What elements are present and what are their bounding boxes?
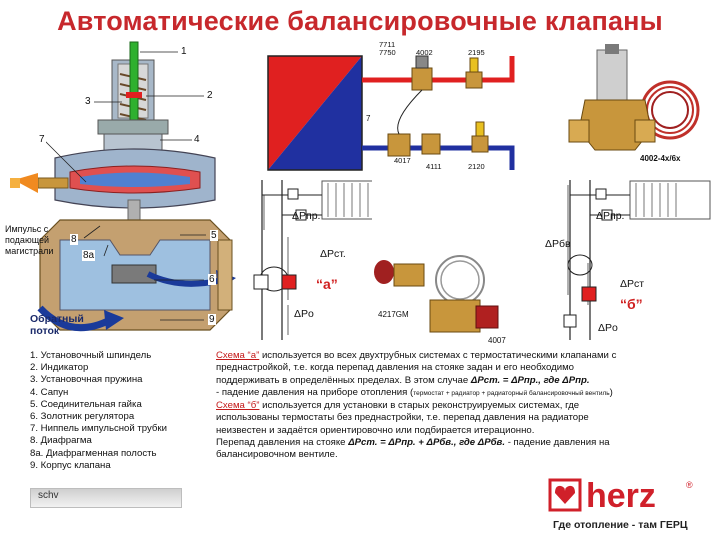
scheme-b-title: Схема “б” — [216, 400, 260, 412]
brand-slogan: Где отопление - там ГЕРЦ — [553, 519, 688, 531]
dp-pr-a: ΔPпр. — [292, 210, 321, 222]
dp-pr-b: ΔPпр. — [596, 210, 625, 222]
legend-item: 5. Соединительная гайка — [30, 398, 142, 410]
valve-4111 — [421, 133, 441, 155]
valve-4002-photo — [568, 44, 700, 151]
code-7: 7 — [366, 114, 371, 123]
code-4002: 4002 — [416, 48, 433, 57]
code-4217gm: 4217GM — [378, 310, 409, 319]
footer-bar — [30, 488, 182, 508]
callout-4: 4 — [193, 134, 201, 145]
callout-6: 6 — [208, 274, 216, 285]
page-title: Автоматические балансировочные клапаны — [57, 6, 663, 36]
code-4017: 4017 — [394, 156, 411, 165]
svg-text:®: ® — [686, 480, 693, 490]
scheme-a — [253, 180, 372, 340]
callout-3: 3 — [84, 96, 92, 107]
callout-8: 8 — [70, 234, 78, 245]
radiator-a — [321, 180, 372, 220]
code-2195: 2195 — [468, 48, 485, 57]
brand-name: herz — [586, 477, 656, 515]
callout-9: 9 — [208, 314, 216, 325]
legend-item: 6. Золотник регулятора — [30, 411, 135, 423]
impulse-arrow — [14, 173, 38, 193]
dp-st-a: ΔPст. — [320, 248, 346, 260]
scheme-b-label: “б” — [620, 296, 643, 312]
heart-icon — [555, 485, 575, 504]
dp-o-a: ΔPо — [294, 308, 314, 320]
code-4002-4x6x: 4002-4x/6x — [640, 154, 681, 163]
legend-item: 2. Индикатор — [30, 362, 89, 374]
scheme-a-title: Схема “а” — [216, 350, 260, 361]
scheme-b — [563, 180, 711, 340]
code-4007: 4007 — [488, 336, 506, 345]
legend-item: 9. Корпус клапана — [30, 459, 111, 471]
code-4111: 4111 — [426, 162, 442, 171]
valve-4017 — [387, 133, 411, 157]
regulator-plug — [111, 264, 157, 284]
herz-logo: herz ® — [548, 477, 693, 515]
callout-1: 1 — [180, 46, 188, 57]
dp-st-b: ΔPст — [620, 278, 645, 290]
legend-item: 3. Установочная пружина — [30, 374, 143, 386]
code-2120: 2120 — [468, 162, 485, 171]
callout-8a: 8а — [82, 250, 96, 261]
legend-item: 1. Установочный шпиндель — [30, 350, 152, 361]
valve-cross-section — [10, 41, 236, 332]
legend-item: 8. Диафрагма — [30, 435, 92, 447]
footer-code: schv — [38, 490, 59, 501]
code-7750: 7750 — [379, 48, 396, 57]
callout-2: 2 — [206, 90, 214, 101]
legend-item: 4. Сапун — [30, 386, 69, 398]
callout-7: 7 — [38, 134, 46, 145]
dp-o-b: ΔPо — [598, 322, 618, 334]
valve-4002 — [411, 67, 433, 91]
valve-2120 — [471, 135, 489, 153]
parts-legend: 1. Установочный шпиндель 2. Индикатор 3.… — [30, 350, 220, 472]
callout-5: 5 — [210, 230, 218, 241]
legend-item: 7. Ниппель импульсной трубки — [30, 423, 167, 435]
impulse-label: Импульс с подающей магистрали — [5, 224, 54, 256]
return-flow-label: Обратный поток — [30, 313, 84, 337]
legend-item: 8а. Диафрагменная полость — [30, 447, 157, 459]
valve-2195 — [465, 71, 483, 89]
valve-4217gm-photo — [374, 255, 499, 333]
code-7711: 7711 — [379, 40, 396, 49]
diaphragm-cavity — [80, 172, 190, 187]
dp-bv-b: ΔPбв — [545, 238, 571, 250]
indicator — [126, 92, 142, 98]
system-photo-schematic — [267, 55, 515, 171]
scheme-description: Схема “а” используется во всех двухтрубн… — [216, 350, 617, 461]
flow-arrow — [37, 305, 112, 332]
scheme-a-label: “а” — [316, 276, 338, 292]
